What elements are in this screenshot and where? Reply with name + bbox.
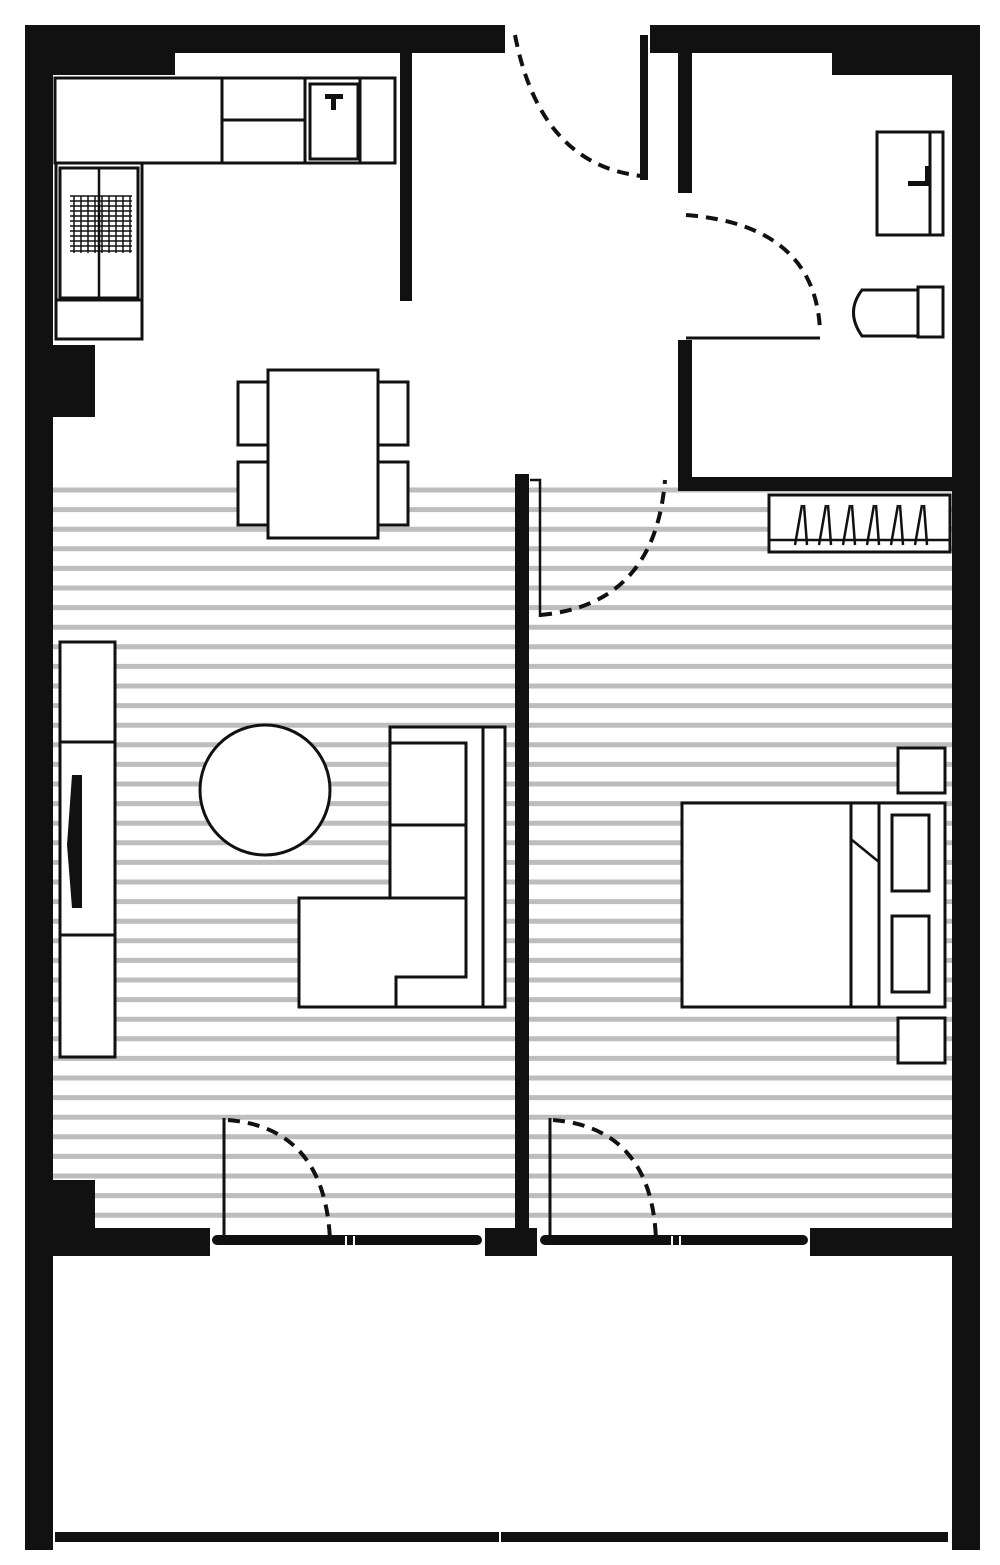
clothes-hanger	[922, 504, 929, 546]
dining-table	[266, 368, 380, 540]
toilet-bowl	[852, 288, 920, 338]
sofa-seat	[388, 741, 468, 827]
bathroom-wall-lower	[678, 340, 692, 490]
bathroom-fixtures	[852, 130, 945, 339]
entry-door-swing	[513, 34, 643, 178]
clothes-hanger	[898, 504, 905, 546]
wardrobe-hangers	[793, 504, 929, 546]
bedroom-balcony-door-swing	[552, 1118, 658, 1241]
balcony-wall-right	[810, 1228, 980, 1256]
entry-jamb	[640, 35, 648, 180]
left-column-upper	[25, 345, 95, 417]
clothes-hanger	[802, 504, 809, 546]
dining-set	[236, 368, 410, 540]
clothes-hanger	[865, 504, 876, 546]
cooktop-burners-grid	[70, 195, 132, 253]
dining-chair	[236, 380, 272, 447]
bedroom-door-leaf	[530, 478, 542, 617]
clothes-hanger	[826, 504, 833, 546]
dining-chair	[374, 460, 410, 527]
clothes-hanger	[817, 504, 828, 546]
bedside-table	[896, 1016, 947, 1065]
bedside-table	[896, 746, 947, 795]
living-balcony-door-swing	[227, 1118, 332, 1241]
sofa-chaise	[297, 896, 468, 1009]
basin-tap	[908, 181, 930, 186]
bedroom-balcony-door-track	[540, 1235, 808, 1245]
pillow	[890, 813, 931, 893]
living-bedroom-partition	[515, 474, 529, 1256]
bed-sheet-fold	[851, 839, 880, 863]
clothes-hanger	[889, 504, 900, 546]
sofa-seat	[388, 823, 468, 902]
clothes-hanger	[841, 504, 852, 546]
television	[67, 775, 82, 908]
bathroom-wall-upper	[678, 53, 692, 193]
bedroom-door-swing	[539, 479, 667, 617]
walls	[25, 25, 980, 1550]
doors	[212, 34, 822, 1252]
clothes-hanger	[850, 504, 857, 546]
bathroom-bottom-wall	[678, 477, 968, 491]
clothes-hanger	[913, 504, 924, 546]
balcony-rail	[55, 1532, 948, 1542]
pillow	[890, 914, 931, 994]
dining-chair	[374, 380, 410, 447]
kitchen-partition	[400, 53, 412, 301]
dining-chair	[236, 460, 272, 527]
coffee-table	[198, 723, 332, 857]
living-furniture	[58, 640, 507, 1059]
clothes-hanger	[793, 504, 804, 546]
bedroom-furniture	[680, 493, 952, 1065]
clothes-hanger	[874, 504, 881, 546]
toilet-cistern	[916, 285, 945, 339]
left-exterior-wall	[25, 25, 53, 1550]
right-exterior-wall	[952, 25, 980, 1550]
balcony-wall-left	[25, 1228, 210, 1256]
bathroom-door-swing	[685, 213, 822, 331]
kitchen	[53, 76, 397, 341]
balcony-wall-centre	[485, 1228, 537, 1256]
